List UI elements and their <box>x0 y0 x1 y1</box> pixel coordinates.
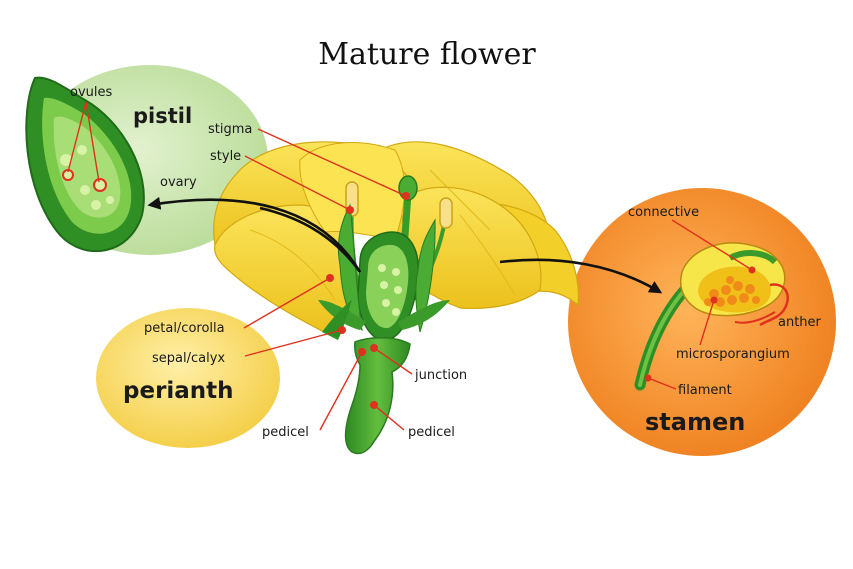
stigma-leader <box>257 128 407 197</box>
filament-label: filament <box>678 383 732 398</box>
stamen-group-title: stamen <box>645 408 745 436</box>
anther-label: anther <box>778 315 822 330</box>
pedicel-right-leader <box>373 404 405 431</box>
arrow-to-pistil <box>147 196 362 273</box>
connective-dot <box>748 266 756 274</box>
ovules-leader-1 <box>67 101 87 173</box>
ovary-cross-section <box>25 76 145 253</box>
microsporangium-leader <box>699 299 715 346</box>
microsporangium-dot <box>710 296 718 304</box>
filament-leader <box>647 377 677 390</box>
arrow-to-stamen <box>499 258 663 294</box>
junction-leader <box>373 347 413 375</box>
flower-illustration <box>213 141 579 455</box>
pedicel-right-label: pedicel <box>408 425 455 440</box>
pedicel-left-leader <box>319 351 363 431</box>
page-title: Mature flower <box>318 37 536 72</box>
perianth-group-title: perianth <box>123 378 234 404</box>
stigma-dot <box>402 192 410 200</box>
pedicel-left-label: pedicel <box>262 425 309 440</box>
stigma-label: stigma <box>208 122 252 137</box>
perianth-bubble <box>96 308 280 448</box>
style-dot <box>346 206 354 214</box>
style-label: style <box>210 149 241 164</box>
style-leader <box>244 155 351 211</box>
junction-label: junction <box>414 368 467 383</box>
connective-label: connective <box>628 205 699 220</box>
pedicel-left-dot <box>358 348 366 356</box>
ovules-leader-2 <box>85 101 100 183</box>
microsporangium-label: microsporangium <box>676 347 790 362</box>
pedicel-right-dot <box>370 401 378 409</box>
arrow-to-flower-pistil <box>259 206 362 273</box>
sepal-leader <box>244 329 343 357</box>
petal-leader <box>243 277 331 329</box>
sepal-dot <box>338 326 346 334</box>
petal-dot <box>326 274 334 282</box>
petal-corolla-label: petal/corolla <box>144 321 225 336</box>
pistil-group-title: pistil <box>133 104 192 128</box>
sepal-calyx-label: sepal/calyx <box>152 351 225 366</box>
ovules-label: ovules <box>70 85 112 100</box>
ovary-label: ovary <box>160 175 197 190</box>
connective-leader <box>671 219 753 271</box>
junction-dot <box>370 344 378 352</box>
filament-dot <box>644 374 652 382</box>
